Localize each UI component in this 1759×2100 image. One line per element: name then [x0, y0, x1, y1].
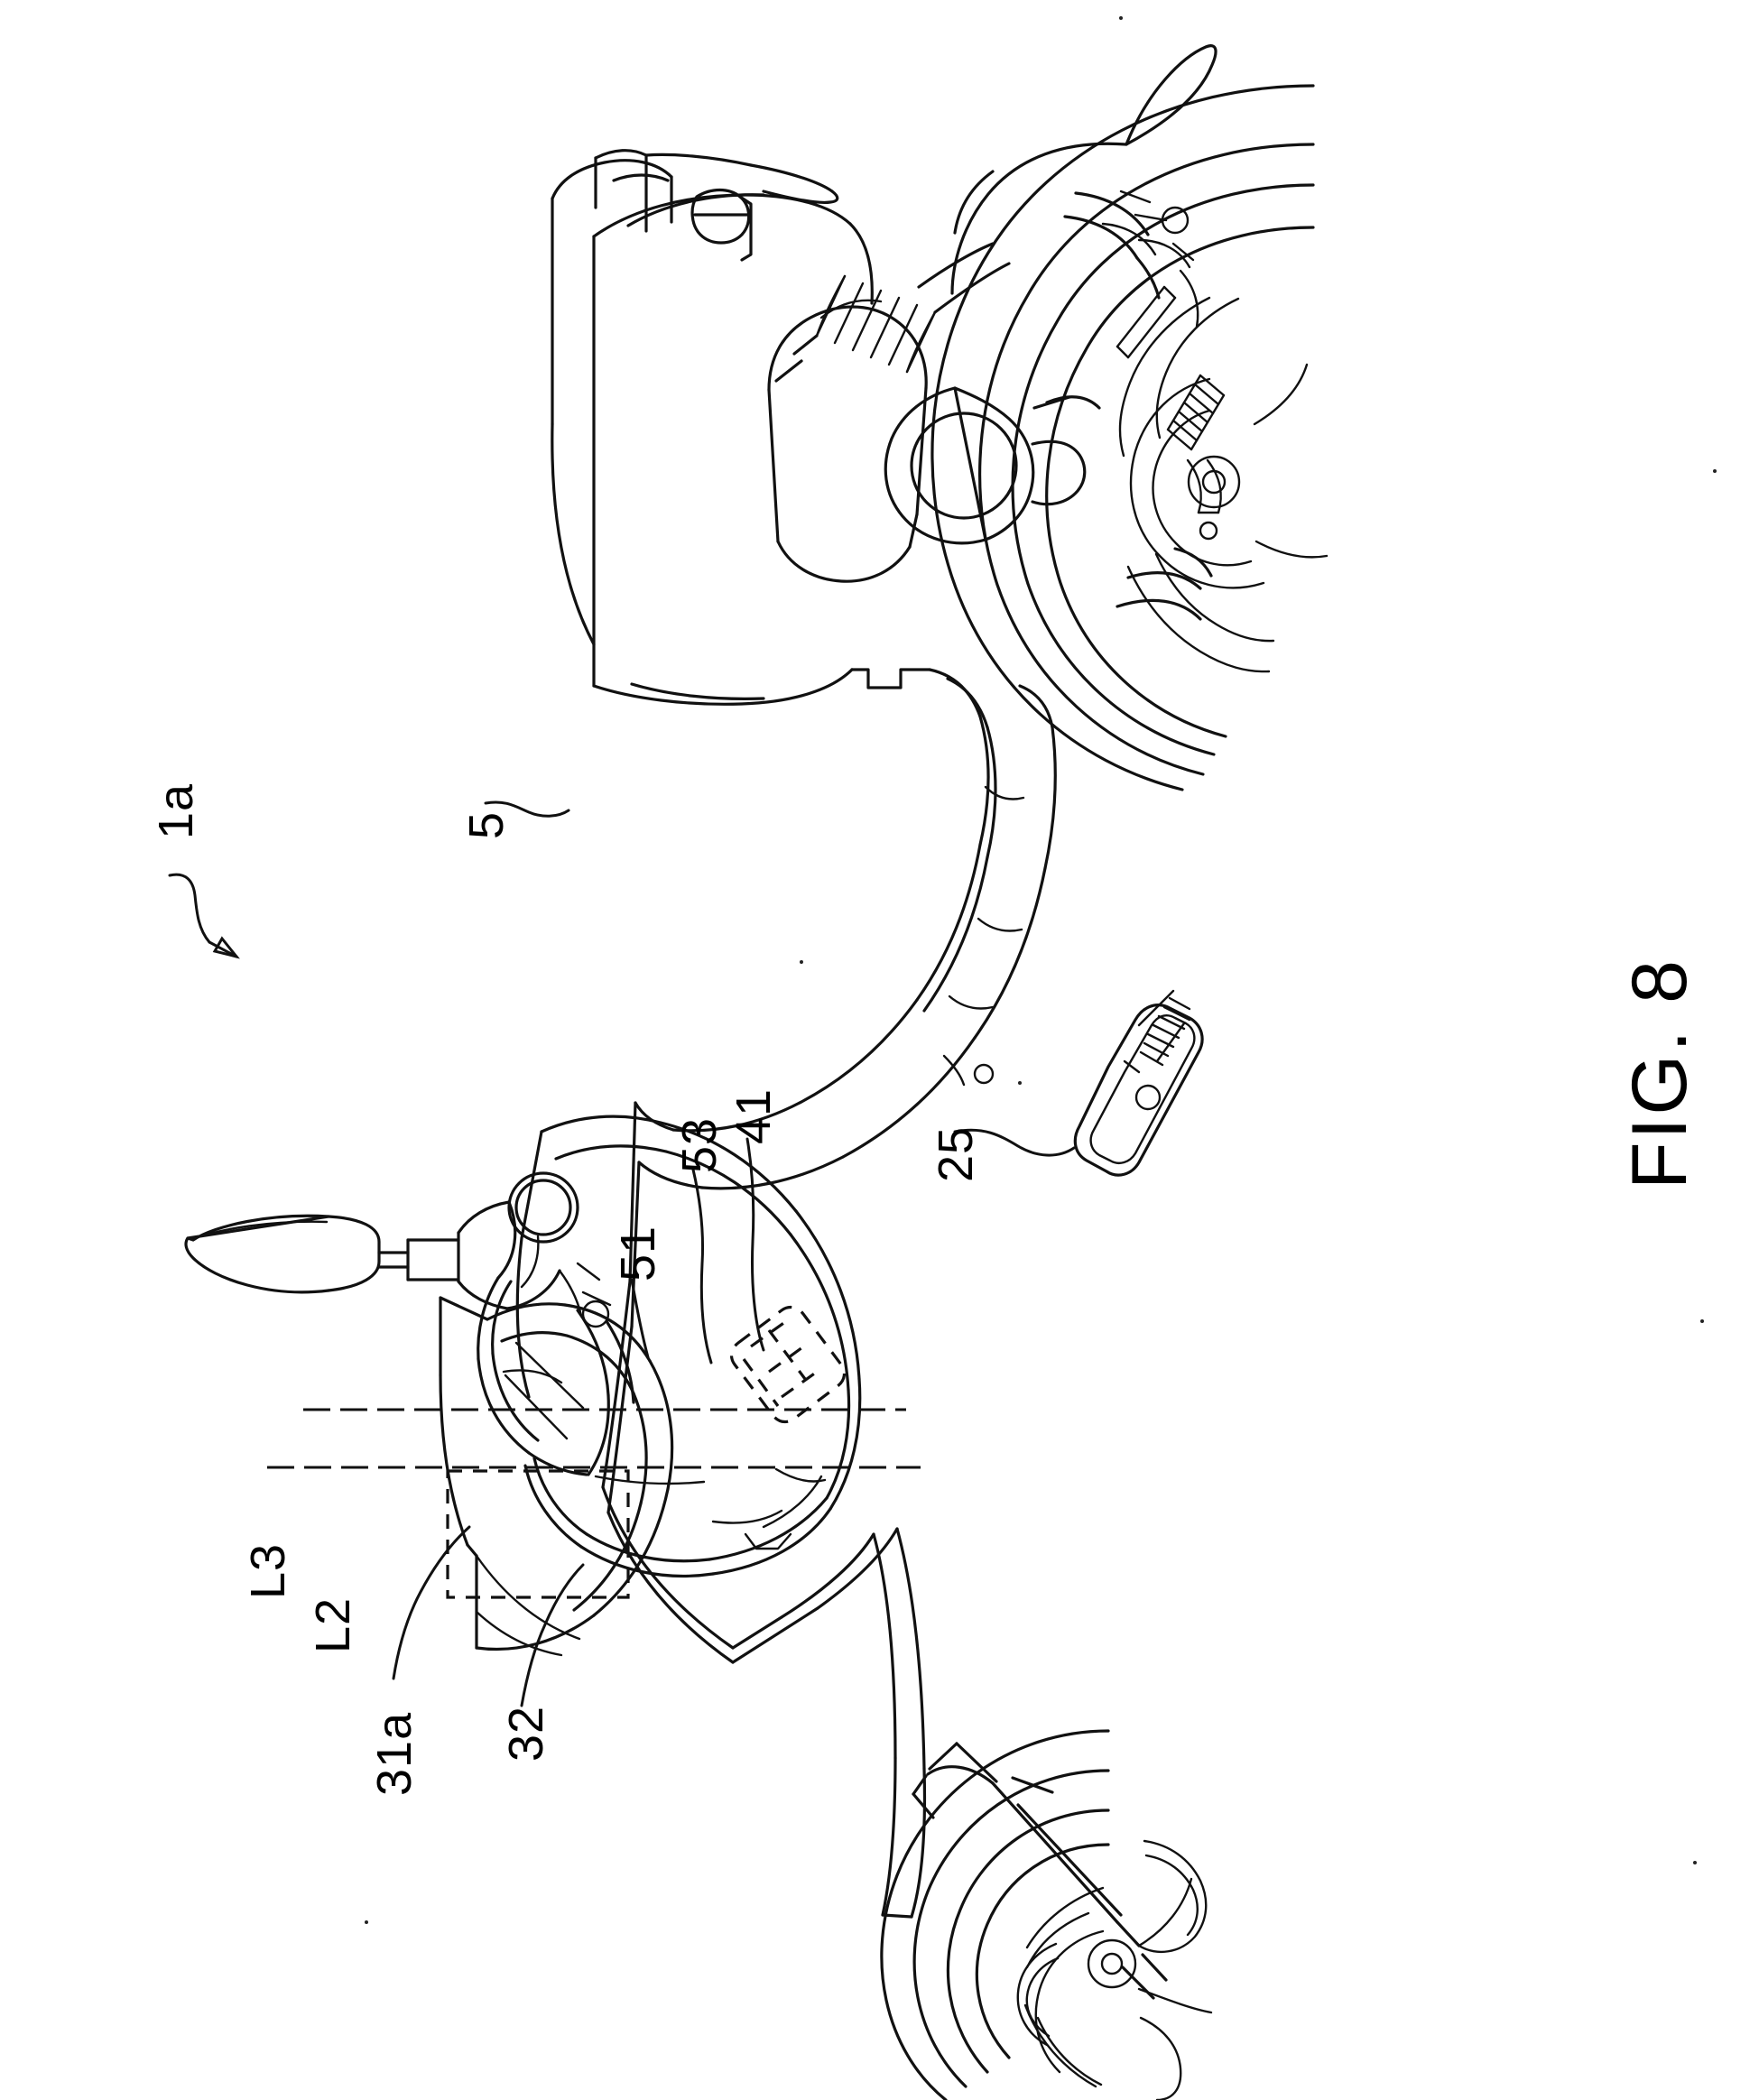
- callout-label-51: 51: [611, 1225, 665, 1281]
- scan-speck: [800, 960, 803, 964]
- callout-label-25: 25: [929, 1125, 983, 1182]
- rear-wheel-group: [930, 44, 1329, 791]
- callout-label-32: 32: [499, 1705, 553, 1762]
- callout-label-1a: 1a: [149, 782, 203, 839]
- leg-shield-group: [439, 1296, 674, 1657]
- scan-speck: [1018, 1081, 1022, 1085]
- callout-label-41: 41: [727, 1087, 781, 1144]
- scan-speck: [1693, 1861, 1697, 1864]
- leader-lines: [168, 800, 1076, 1707]
- handlebar-mirror-group: [184, 1171, 635, 1476]
- body-cover-group: [601, 668, 1057, 1919]
- scan-speck: [1119, 16, 1123, 20]
- figure-caption: FIG. 8: [1616, 957, 1703, 1189]
- shock-spring: [815, 274, 937, 374]
- callout-label-53: 53: [672, 1116, 727, 1173]
- front-apron-group: [515, 1115, 862, 1578]
- seat-group: [551, 149, 931, 706]
- scan-speck: [365, 1920, 368, 1924]
- scan-speck: [1700, 1319, 1704, 1323]
- bracket-dashed-component: [729, 1305, 847, 1424]
- callout-label-31a: 31a: [367, 1711, 421, 1796]
- side-panel-louver: [1073, 989, 1204, 1177]
- finned-pipe: [1166, 374, 1226, 451]
- front-wheel-group: [880, 1729, 1213, 2100]
- meter-region-box: [446, 1469, 630, 1599]
- callout-label-5: 5: [459, 810, 514, 839]
- reference-label-l3: L3: [241, 1542, 295, 1599]
- scan-speck: [1713, 469, 1717, 473]
- engine-swingarm-group: [767, 190, 1226, 621]
- reference-label-l2: L2: [306, 1596, 360, 1653]
